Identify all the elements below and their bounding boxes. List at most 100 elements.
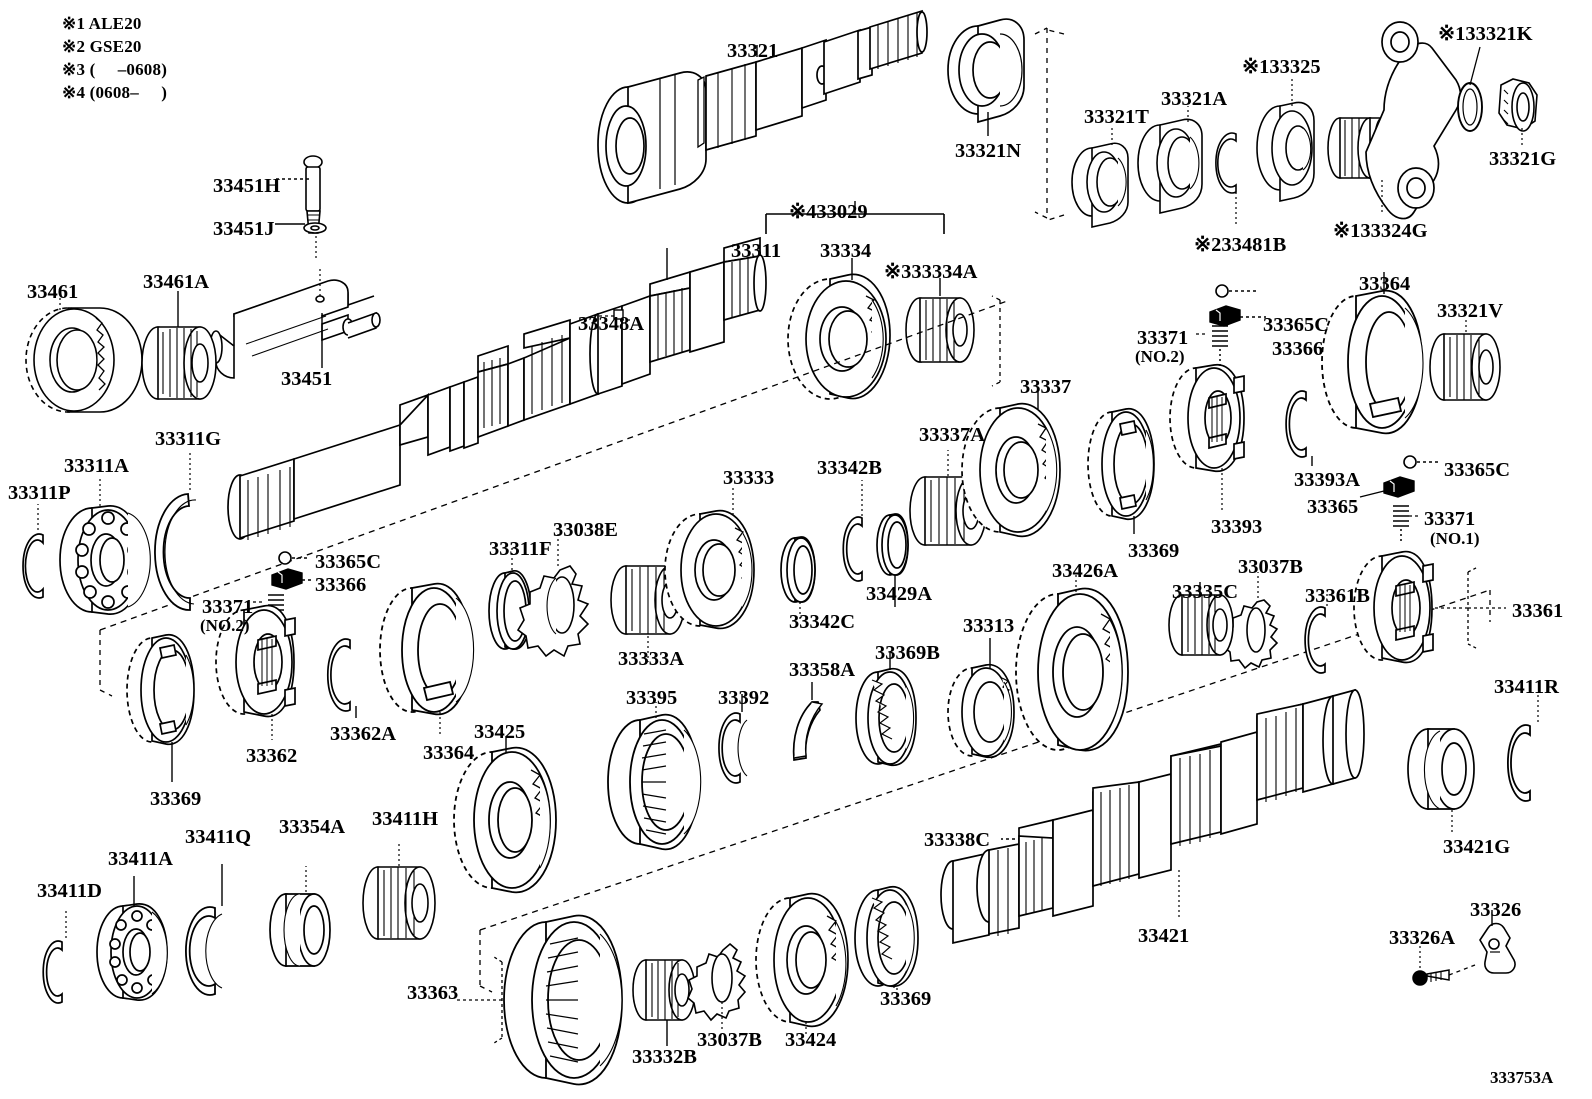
part-label-33029: ※433029 [789,201,868,223]
part-label-33371-no1-sub: (NO.1) [1430,529,1480,548]
part-label-33366-left: 33366 [315,574,367,596]
part-label-33369-left: 33369 [150,788,202,810]
part-33342B-snap-ring [842,516,863,582]
part-33366-key-center [1209,305,1241,327]
part-label-33338C: 33338C [924,829,991,851]
part-33411R-snap-ring [1507,724,1531,802]
part-33313-ring [947,664,1015,759]
part-label-33321A: 33321A [1161,88,1228,110]
part-label-33364-left: 33364 [423,742,475,764]
part-33369B-synchro-ring [855,668,917,767]
part-33037B-washer-bottom [687,942,747,1022]
part-label-33311G: 33311G [155,428,222,450]
part-33369-synchro-ring-left [126,634,195,745]
part-33337A-needle-bearing [909,476,987,546]
part-33371-spring-no1 [1393,505,1409,543]
part-33364-ring-left [379,582,475,716]
part-label-33421: 33421 [1138,925,1190,947]
part-label-33326: 33326 [1470,899,1522,921]
part-label-33321V: 33321V [1437,300,1504,322]
part-label-33337: 33337 [1020,376,1072,398]
part-label-33363: 33363 [407,982,459,1004]
part-label-33392: 33392 [718,687,770,709]
part-33358A-key [792,701,824,761]
part-33038E-thrust-washer [516,565,590,658]
part-label-33395: 33395 [626,687,678,709]
part-label-33337A: 33337A [919,424,986,446]
part-label-33334: 33334 [820,240,872,262]
part-label-33451: 33451 [281,368,333,390]
part-33365C-ball-center [1215,284,1229,298]
part-33311F-ring [488,570,532,650]
part-label-33411A: 33411A [108,848,173,870]
part-33321N-bearing [947,18,1025,124]
part-33481B-snap-ring [1215,132,1237,194]
part-33311G-snap-ring [154,493,197,611]
part-33335C-needle-bearing [1168,594,1234,656]
part-33338C-ball [1020,832,1034,846]
part-label-33424: 33424 [785,1029,837,1051]
part-33334A-needle-bearing [905,297,975,363]
part-label-33332B: 33332B [632,1046,697,1068]
part-33365C-ball-right [1403,455,1417,469]
part-33411H-needle-bearing [362,866,436,940]
part-label-33366-center: 33366 [1272,338,1324,360]
part-label-33348A: 33348A [578,313,645,335]
part-33424-gear [755,892,849,1028]
part-33324G-yoke [1365,21,1462,220]
part-label-33371-no2-center: (NO.2) [1135,347,1185,366]
part-33395-ring-gear [607,713,702,851]
part-33364-ring-right [1321,289,1424,435]
part-label-33371-no2-left: (NO.2) [200,616,250,635]
part-33461-gear [25,307,143,413]
part-label-33335C: 33335C [1172,581,1239,603]
part-33411Q-snap-ring [185,906,223,996]
part-label-33037B-bottom: 33037B [697,1029,762,1051]
part-label-33321: 33321 [727,40,779,62]
part-label-33326A: 33326A [1389,927,1456,949]
part-33371-spring-no2-center [1212,325,1228,367]
part-label-33334A: ※333334A [884,261,978,283]
part-label-33461: 33461 [27,281,79,303]
part-33332B-needle-bearing [632,959,696,1021]
part-33426A-gear [1015,587,1129,752]
part-label-33364-right: 33364 [1359,273,1411,295]
part-label-33421G: 33421G [1443,836,1511,858]
part-label-33451J: 33451J [213,218,275,240]
part-label-33362A: 33362A [330,723,397,745]
part-label-33411D: 33411D [37,880,102,902]
part-label-33365-right: 33365 [1307,496,1359,518]
part-33321G-nut [1498,78,1538,132]
part-33429A-washer [876,513,909,576]
part-label-33313: 33313 [963,615,1015,637]
part-33421G-spacer [1407,728,1475,810]
part-33342C-washer [780,536,816,603]
part-33321K-oring [1457,82,1483,132]
part-label-33369-bottom: 33369 [880,988,932,1010]
part-label-33365C-right: 33365C [1444,459,1511,481]
part-33369-synchro-ring-bottom [854,886,919,988]
part-33451H-bolt [303,155,323,234]
part-label-33321N: 33321N [955,140,1022,162]
note-line-1: ※1 ALE20 [62,14,142,33]
part-33354A-spacer [269,893,331,967]
part-label-33333A: 33333A [618,648,685,670]
part-label-33361B: 33361B [1305,585,1370,607]
part-label-33311: 33311 [731,240,782,262]
part-label-33411R: 33411R [1494,676,1559,698]
part-33365-key-right [1383,476,1415,498]
note-line-2: ※2 GSE20 [62,37,142,56]
part-label-33325: ※133325 [1242,56,1321,78]
part-label-33321T: 33321T [1084,106,1149,128]
part-33324G-flange [1327,117,1391,179]
part-33321T-spacer [1071,142,1129,228]
part-label-33461A: 33461A [143,271,210,293]
part-33361B-snap-ring [1304,606,1326,674]
part-33366-key-left [271,568,303,590]
part-33451-shaft [209,279,381,379]
part-label-33342C: 33342C [789,611,856,633]
part-33333-gear [664,509,755,630]
part-label-33426A: 33426A [1052,560,1119,582]
